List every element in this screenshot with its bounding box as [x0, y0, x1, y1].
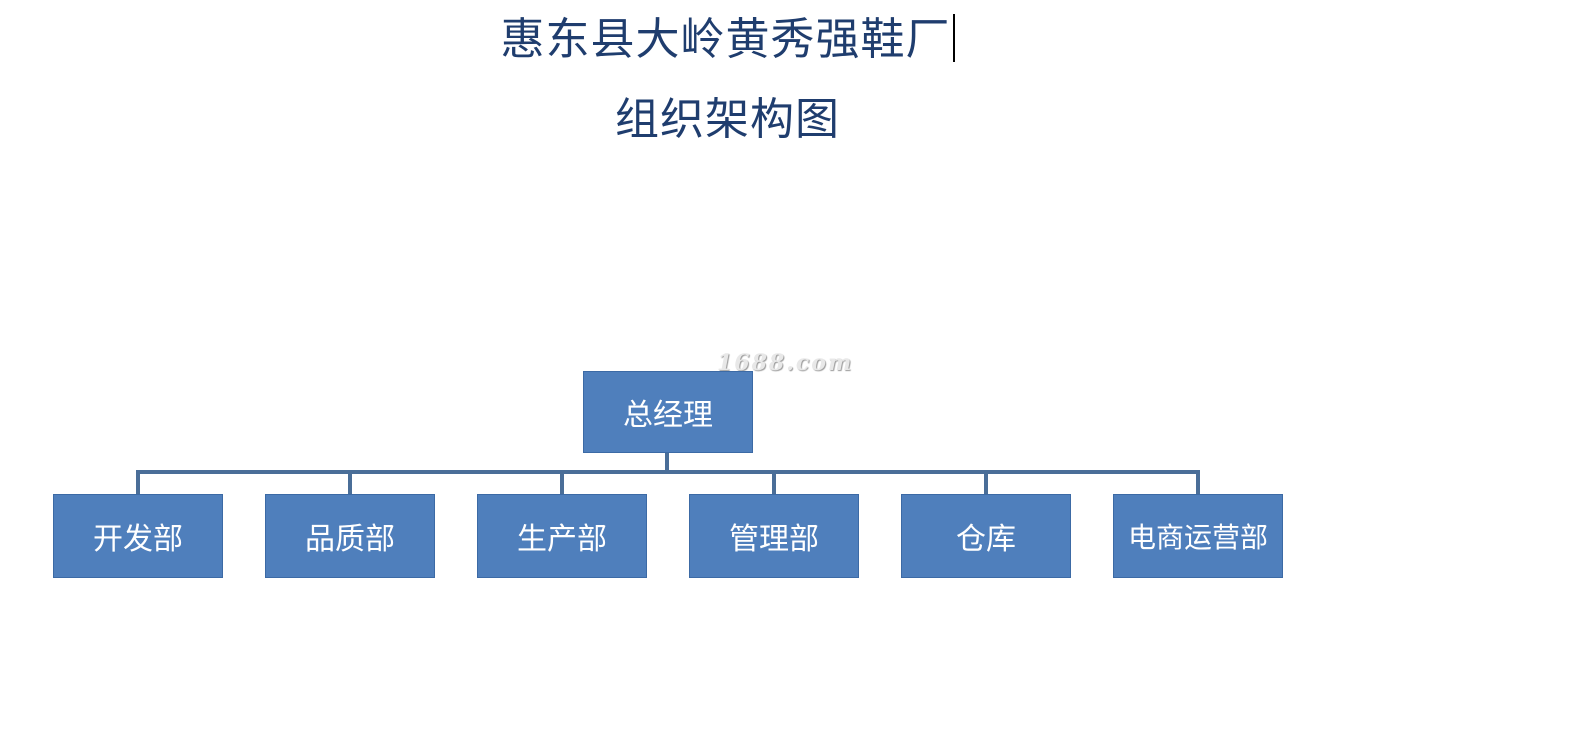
- node-warehouse: 仓库: [901, 494, 1071, 578]
- connector-drop-4: [772, 470, 776, 494]
- connector-drop-1: [136, 470, 140, 494]
- node-quality-dept: 品质部: [265, 494, 435, 578]
- node-production-dept: 生产部: [477, 494, 647, 578]
- node-management-dept: 管理部: [689, 494, 859, 578]
- node-ecommerce-dept: 电商运营部: [1113, 494, 1283, 578]
- company-title-text: 惠东县大岭黄秀强鞋厂: [500, 14, 951, 65]
- connector-root-stem: [665, 453, 669, 473]
- text-cursor: [952, 14, 955, 62]
- connector-drop-5: [984, 470, 988, 494]
- connector-drop-6: [1196, 470, 1200, 494]
- company-title: 惠东县大岭黄秀强鞋厂: [0, 12, 1455, 68]
- connector-drop-2: [348, 470, 352, 494]
- node-development-dept: 开发部: [53, 494, 223, 578]
- connector-drop-3: [560, 470, 564, 494]
- node-general-manager: 总经理: [583, 371, 753, 453]
- chart-title: 组织架构图: [615, 94, 840, 145]
- connector-horizontal-bar: [136, 470, 1200, 474]
